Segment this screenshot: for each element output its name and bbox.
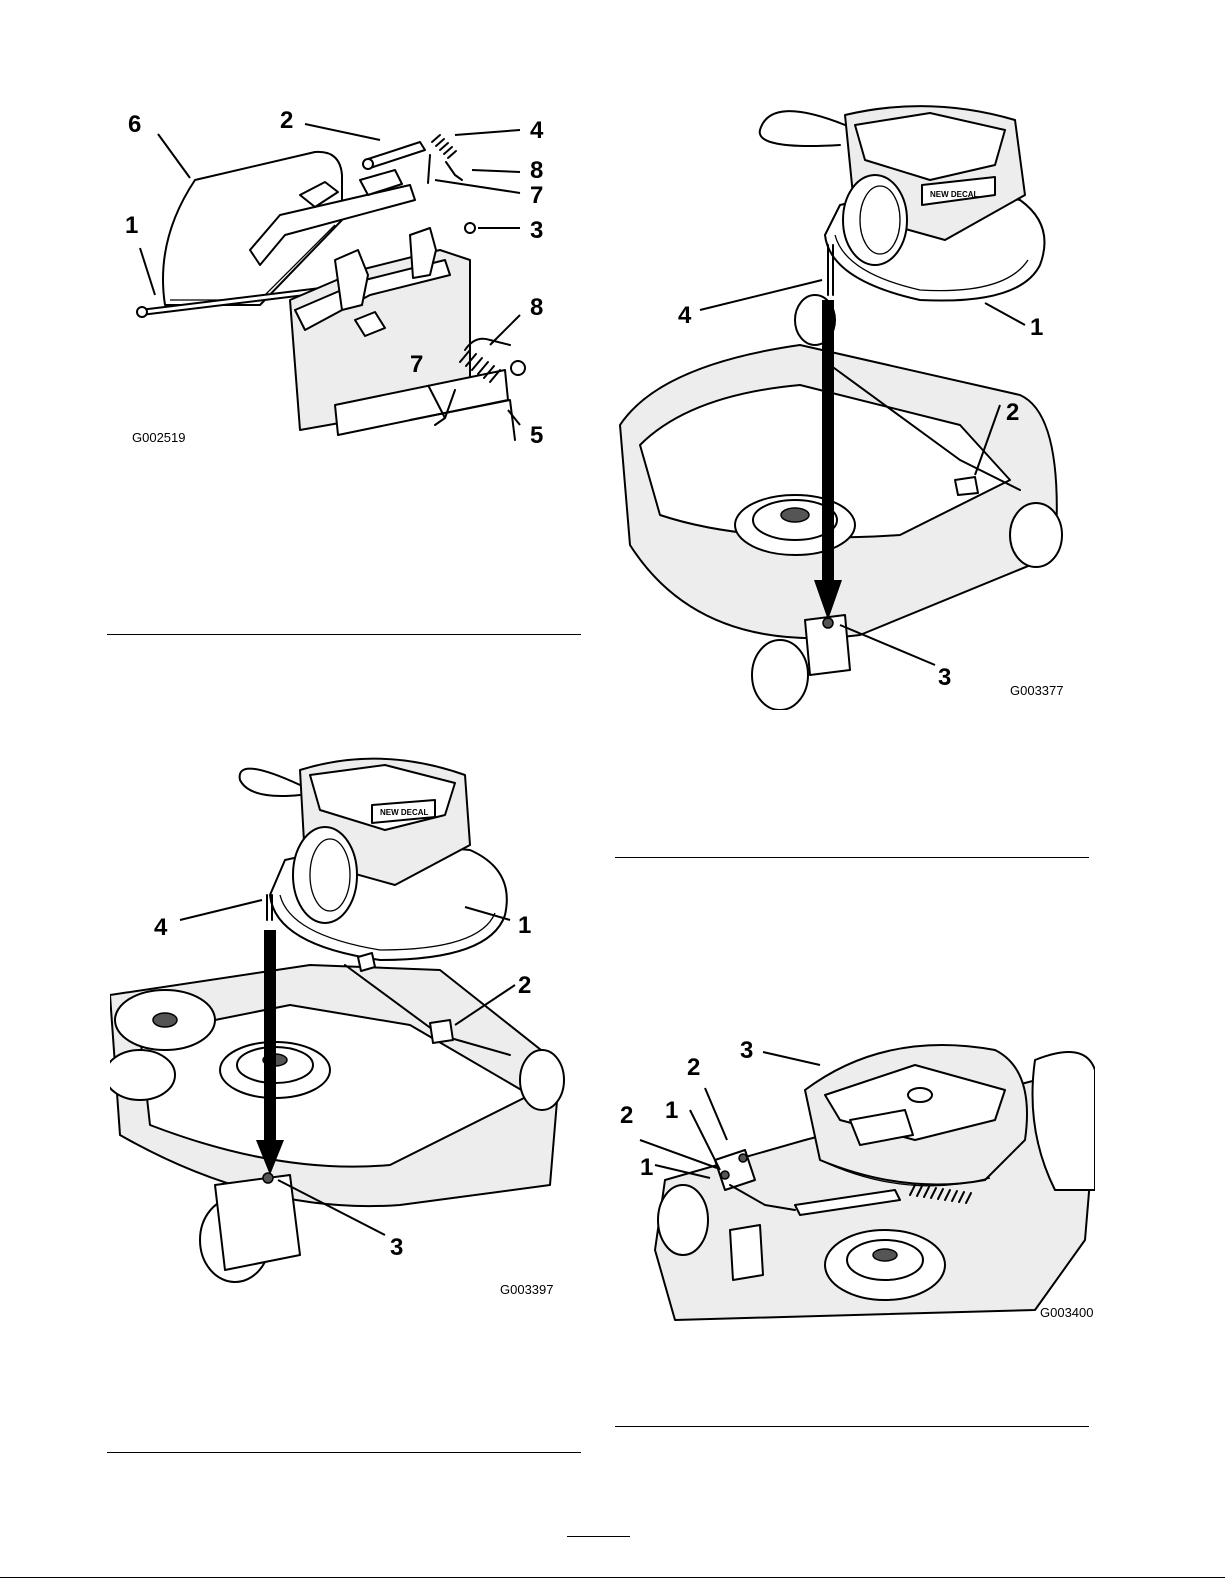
figure-g003377-drawing: NEW DECAL 4 1 2 3 G003377 — [600, 95, 1080, 710]
g003397-callout-4: 4 — [154, 914, 168, 941]
figure-g003400-drawing: 3 2 1 2 1 G003400 — [615, 1010, 1095, 1330]
g002519-callout-4: 4 — [530, 117, 544, 144]
g003397-callout-2: 2 — [518, 972, 531, 999]
page-number-mark — [567, 1536, 630, 1537]
figure-g003377: NEW DECAL 4 1 2 3 G003377 — [600, 95, 1080, 710]
g003377-callout-1: 1 — [1030, 314, 1043, 341]
g002519-callout-6: 6 — [128, 111, 141, 138]
figure-g002519: 6 2 4 8 7 1 3 8 7 5 G002519 — [110, 100, 580, 470]
g003400-callout-2b: 2 — [620, 1102, 633, 1129]
figure-g003397-drawing: NEW DECAL 4 1 2 3 G0 — [110, 735, 580, 1305]
figure-g003397: NEW DECAL 4 1 2 3 G0 — [110, 735, 580, 1305]
g003400-figure-code: G003400 — [1040, 1305, 1094, 1320]
g002519-callout-2: 2 — [280, 107, 293, 134]
g003397-callout-3: 3 — [390, 1234, 403, 1261]
g003377-callout-4: 4 — [678, 302, 692, 329]
g003397-callout-1: 1 — [518, 912, 531, 939]
g003400-callout-1b: 1 — [640, 1154, 653, 1181]
g002519-figure-code: G002519 — [132, 430, 186, 445]
figure-1-rule — [107, 634, 581, 635]
g003377-decal-text: NEW DECAL — [930, 190, 979, 199]
page-bottom-rule — [0, 1577, 1225, 1578]
g003377-callout-3: 3 — [938, 664, 951, 691]
g002519-callout-7a: 7 — [530, 182, 543, 209]
g003377-figure-code: G003377 — [1010, 683, 1064, 698]
g003397-figure-code: G003397 — [500, 1282, 554, 1297]
figure-4-rule — [615, 1426, 1089, 1427]
figure-g003400: 3 2 1 2 1 G003400 — [615, 1010, 1095, 1330]
g002519-callout-3: 3 — [530, 217, 543, 244]
g002519-callout-5: 5 — [530, 422, 543, 449]
g003400-callout-3: 3 — [740, 1037, 753, 1064]
g003397-decal-text: NEW DECAL — [380, 808, 429, 817]
figure-g002519-drawing: 6 2 4 8 7 1 3 8 7 5 G002519 — [110, 100, 580, 470]
g003400-callout-1a: 1 — [665, 1097, 678, 1124]
g003400-callout-2a: 2 — [687, 1054, 700, 1081]
figure-3-rule — [107, 1452, 581, 1453]
g002519-callout-7b: 7 — [410, 351, 423, 378]
figure-2-rule — [615, 857, 1089, 858]
g002519-callout-1: 1 — [125, 212, 138, 239]
g002519-callout-8b: 8 — [530, 294, 543, 321]
g002519-callout-8a: 8 — [530, 157, 543, 184]
g003377-callout-2: 2 — [1006, 399, 1019, 426]
